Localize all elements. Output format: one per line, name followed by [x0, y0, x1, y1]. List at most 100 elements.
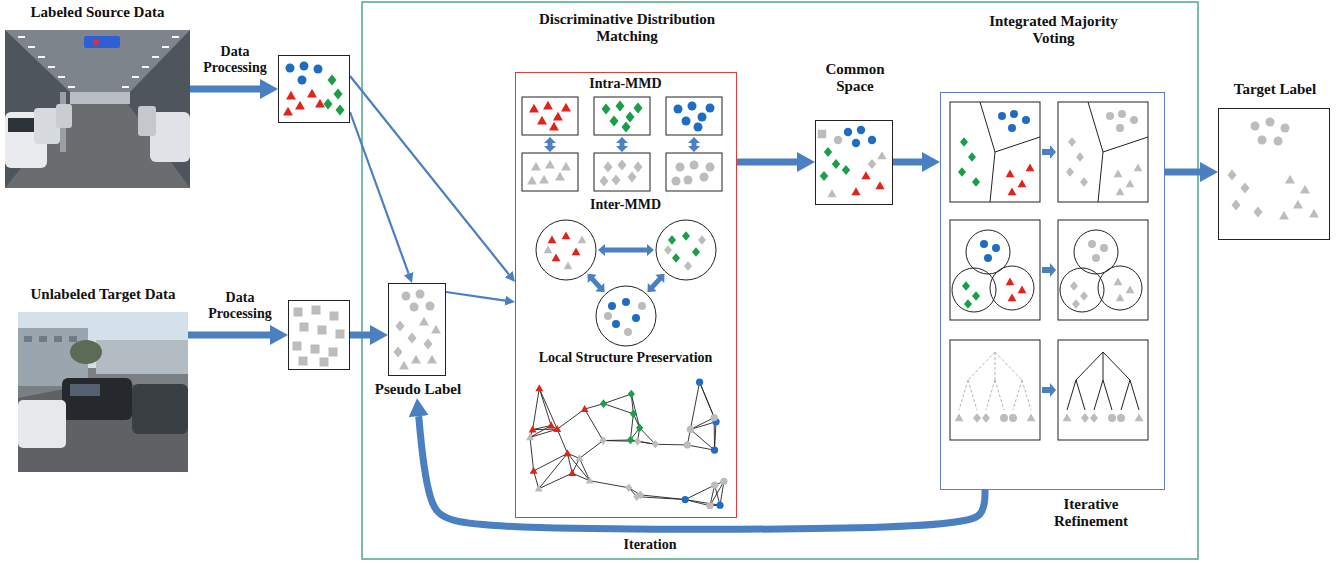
- tree-branch: [1094, 380, 1103, 410]
- graph-edge: [534, 453, 568, 471]
- data-point-glyph: [336, 330, 345, 339]
- tree-branch: [995, 352, 1022, 380]
- graph-edge: [539, 473, 572, 489]
- edge-label: Iteration: [605, 537, 695, 553]
- data-point-glyph: [1116, 187, 1125, 195]
- data-point-glyph: [626, 112, 635, 123]
- data-point-glyph: [958, 167, 966, 177]
- data-point-glyph: [312, 306, 321, 315]
- classifier-panel: [950, 220, 1040, 320]
- data-point-glyph: [535, 384, 543, 391]
- edge-label: Data Processing: [200, 290, 280, 322]
- prediction-panel: [1058, 340, 1148, 440]
- tree-branch: [1130, 380, 1139, 410]
- data-point-glyph: [698, 235, 706, 245]
- data-point-glyph: [293, 342, 302, 351]
- small-arrow: [1042, 263, 1056, 277]
- data-point-glyph: [636, 424, 643, 433]
- data-point-glyph: [1293, 200, 1303, 209]
- data-point-glyph: [1006, 277, 1015, 285]
- data-point-glyph: [1258, 136, 1267, 145]
- class-circle: [596, 286, 656, 346]
- window: [24, 336, 32, 342]
- graph-edge: [557, 409, 584, 429]
- data-point-glyph: [586, 477, 594, 484]
- data-point-glyph: [875, 181, 884, 189]
- data-point-glyph: [549, 122, 559, 131]
- data-point-glyph: [622, 122, 631, 133]
- common-space-box: Common Space: [815, 120, 893, 205]
- data-point-glyph: [706, 502, 713, 509]
- data-point-glyph: [394, 347, 403, 358]
- data-point-glyph: [960, 137, 968, 147]
- classifier-panel: [950, 340, 1040, 440]
- data-point-glyph: [955, 413, 964, 421]
- data-point-glyph: [634, 103, 643, 114]
- data-point-glyph: [706, 163, 715, 172]
- panel-heading: Labeled Source Data: [5, 4, 190, 21]
- data-point-glyph: [1106, 112, 1114, 120]
- data-point-glyph: [1008, 293, 1017, 301]
- data-point-glyph: [622, 298, 630, 306]
- section-heading: Intra-MMD: [516, 76, 735, 92]
- flow-arrow: [893, 159, 922, 166]
- data-point-glyph: [672, 253, 680, 263]
- flow-arrow: [190, 86, 260, 93]
- box-caption: Pseudo Label: [364, 381, 472, 398]
- tree-branch: [1076, 352, 1103, 380]
- tree-branch: [968, 380, 977, 410]
- data-point-glyph: [1135, 413, 1144, 421]
- tree-branch: [1013, 380, 1022, 410]
- data-point-glyph: [980, 240, 988, 248]
- car-window: [8, 118, 38, 132]
- parking-garage-photo: [5, 30, 190, 188]
- graph-edge: [530, 437, 534, 471]
- data-point-glyph: [992, 244, 1000, 252]
- data-point-glyph: [687, 426, 694, 433]
- data-point-glyph: [618, 160, 627, 171]
- graph-edge: [604, 404, 634, 414]
- graph-edge: [640, 428, 656, 444]
- data-point-glyph: [861, 171, 870, 179]
- data-point-glyph: [419, 317, 429, 326]
- data-point-glyph: [427, 355, 437, 364]
- data-point-glyph: [1100, 244, 1108, 252]
- data-point-glyph: [698, 113, 707, 122]
- data-point-glyph: [531, 162, 541, 171]
- data-point-glyph: [544, 245, 553, 253]
- data-point-glyph: [1006, 169, 1015, 177]
- data-point-glyph: [1130, 116, 1138, 124]
- white-car: [18, 400, 66, 448]
- data-point-glyph: [851, 187, 860, 195]
- data-point-glyph: [537, 116, 547, 125]
- data-point-glyph: [692, 247, 700, 257]
- inter-mmd-circles: [536, 220, 716, 346]
- data-point-glyph: [408, 333, 417, 344]
- data-point-glyph: [1070, 281, 1078, 291]
- flow-arrow: [446, 292, 505, 301]
- data-point-glyph: [318, 326, 327, 335]
- data-point-glyph: [834, 136, 842, 144]
- data-point-glyph: [320, 358, 329, 367]
- data-point-glyph: [314, 65, 323, 74]
- data-point-glyph: [562, 231, 571, 239]
- target-label-points: [1228, 118, 1319, 220]
- data-point-glyph: [612, 175, 621, 186]
- flow-arrow: [350, 332, 370, 339]
- flow-arrow: [350, 112, 409, 274]
- ceiling-light: [162, 46, 169, 48]
- data-point-glyph: [1232, 200, 1241, 211]
- data-point-glyph: [962, 281, 970, 291]
- graph-edge: [685, 500, 720, 506]
- data-point-glyph: [827, 189, 836, 197]
- graph-edge: [539, 453, 568, 488]
- pseudo-label-points: [394, 290, 441, 370]
- data-point-glyph: [600, 176, 609, 187]
- tree-branch: [1103, 352, 1130, 380]
- data-point-glyph: [684, 176, 693, 185]
- data-point-glyph: [298, 76, 307, 85]
- data-point-glyph: [424, 339, 433, 350]
- intra-mmd-panels: [522, 97, 722, 191]
- data-point-glyph: [844, 128, 852, 136]
